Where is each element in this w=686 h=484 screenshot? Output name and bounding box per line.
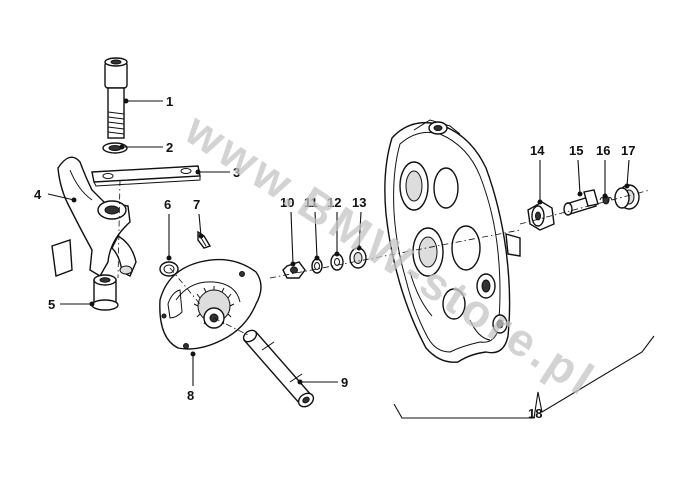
part-5-bushing <box>91 274 119 311</box>
part-10-nut <box>282 261 306 279</box>
callout-1: 1 <box>166 94 173 109</box>
part-3-lock-plate <box>91 165 201 187</box>
callout-14: 14 <box>530 143 545 158</box>
callout-12: 12 <box>327 195 341 210</box>
part-17-cap <box>614 184 640 210</box>
part-4-selector-fork <box>51 156 137 277</box>
callout-3: 3 <box>233 165 240 180</box>
callout-8: 8 <box>187 388 194 403</box>
callout-18: 18 <box>528 406 542 421</box>
leader-dots <box>71 98 630 385</box>
housing-cover <box>384 119 521 363</box>
part-11-lock-washer <box>311 258 323 274</box>
part-15-screw <box>563 189 599 216</box>
callout-6: 6 <box>164 197 171 212</box>
callout-4: 4 <box>34 187 42 202</box>
callout-11: 11 <box>304 195 318 210</box>
leader-lines <box>47 100 655 419</box>
assembly-axis-lines <box>117 179 651 337</box>
callout-7: 7 <box>193 197 200 212</box>
part-9-shaft <box>242 329 315 408</box>
callout-9: 9 <box>341 375 348 390</box>
callout-16: 16 <box>596 143 610 158</box>
part-1-bolt <box>104 57 128 139</box>
callout-2: 2 <box>166 140 173 155</box>
callout-17: 17 <box>621 143 635 158</box>
callout-numbers: 1 2 3 4 5 6 7 8 9 10 11 12 13 14 15 16 1… <box>34 94 635 421</box>
callout-5: 5 <box>48 297 55 312</box>
callout-13: 13 <box>352 195 366 210</box>
callout-15: 15 <box>569 143 583 158</box>
part-13-seal <box>349 247 367 269</box>
callout-10: 10 <box>280 195 294 210</box>
